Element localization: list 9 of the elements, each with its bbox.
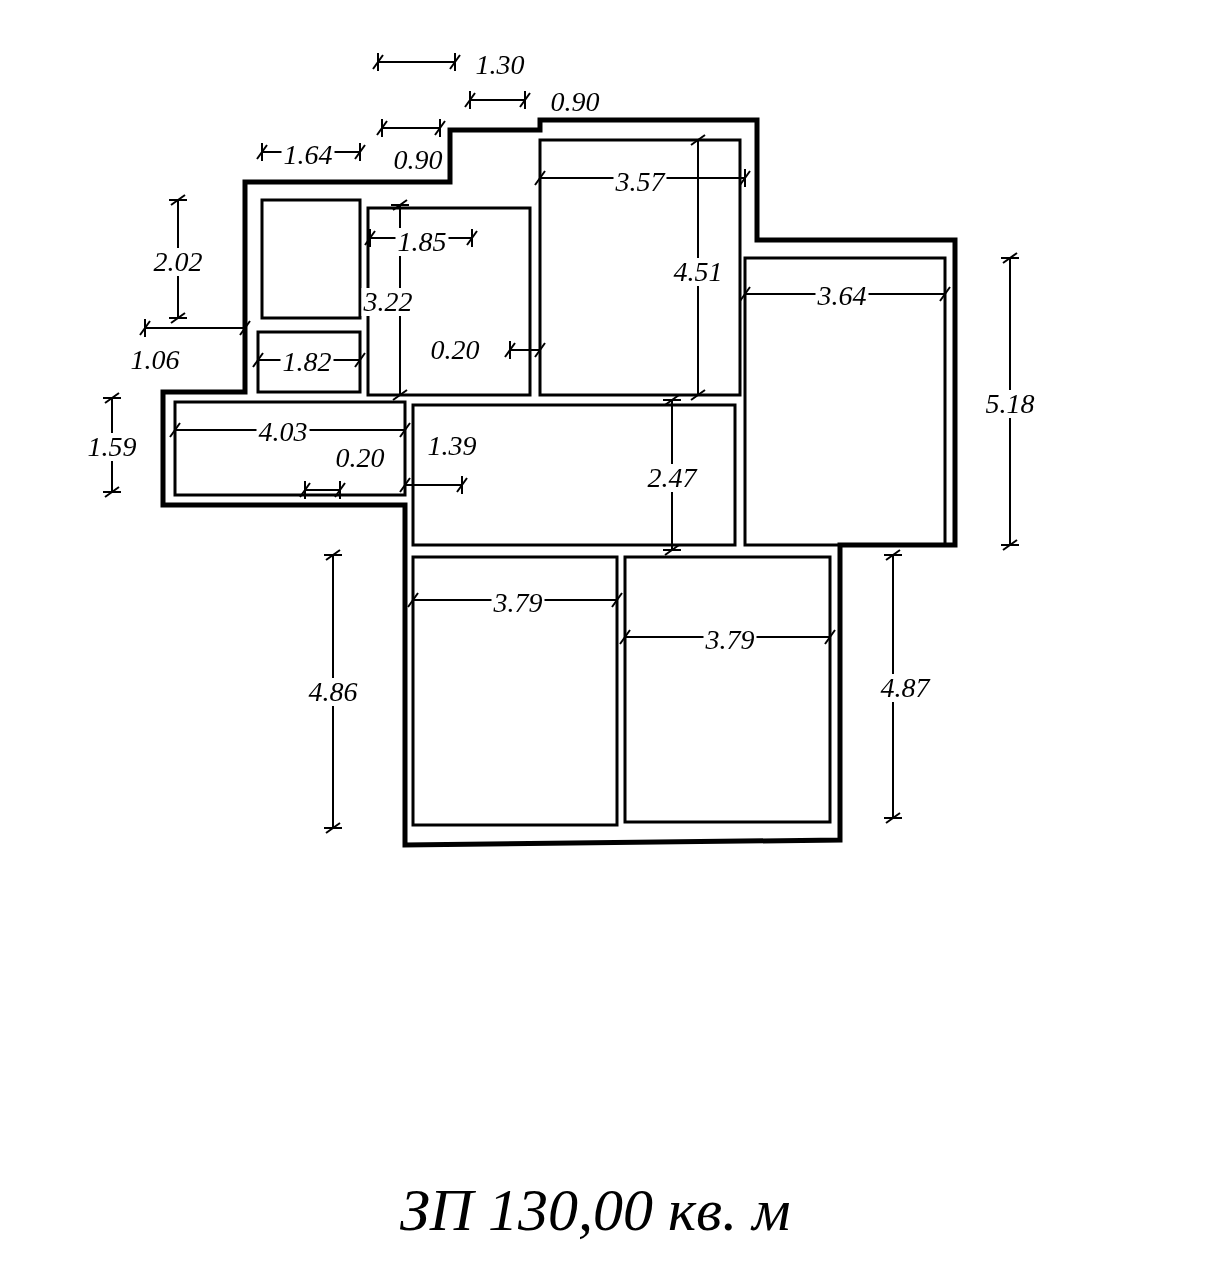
- caption: ЗП 130,00 кв. м: [400, 1180, 791, 1240]
- dimension-label: 2.47: [645, 464, 699, 492]
- dimension-label: 2.02: [151, 248, 205, 276]
- dimension-label: 3.22: [361, 288, 415, 316]
- dimension-label: 4.87: [878, 674, 932, 702]
- dimension-label: 5.18: [983, 390, 1037, 418]
- dimension-label: 1.85: [395, 228, 449, 256]
- dimension-label: 1.59: [85, 433, 139, 461]
- dimension-label: 4.86: [306, 678, 360, 706]
